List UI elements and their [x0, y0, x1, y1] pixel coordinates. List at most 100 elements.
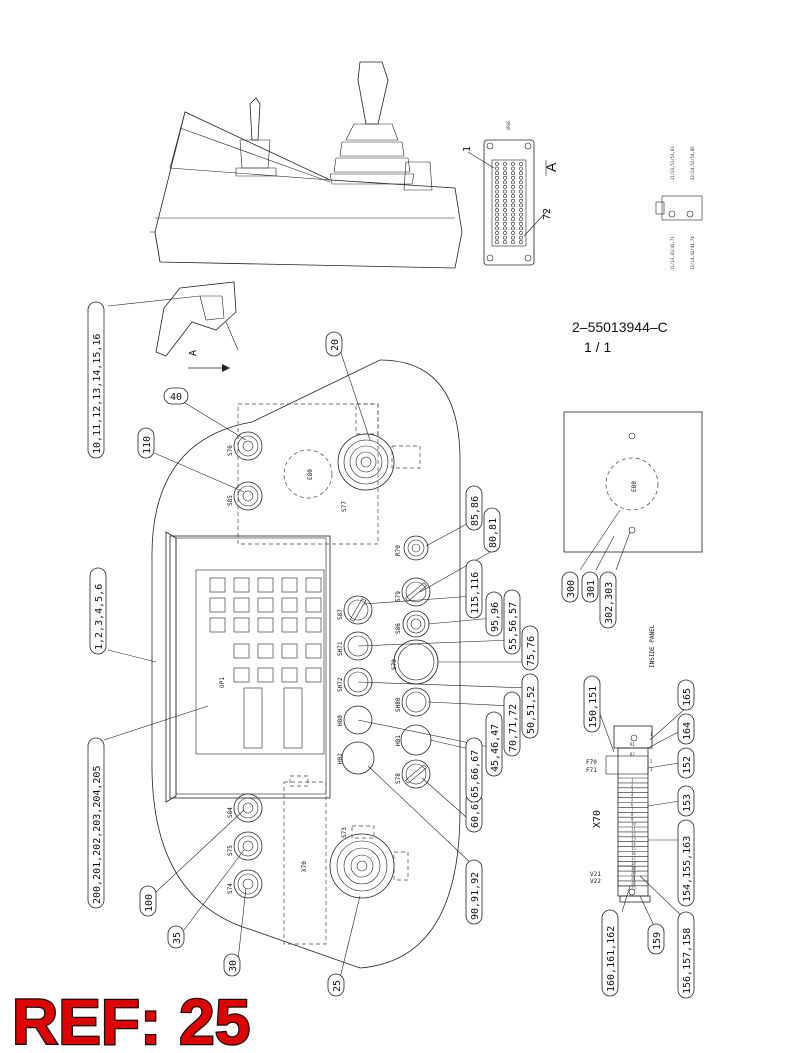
connector-pin — [495, 212, 499, 217]
switch-contact-detail: 21/23,51/53,81 22/24,52/54,86 11/13,41/4… — [655, 146, 703, 270]
connector-pin — [519, 198, 523, 203]
connector-pin — [495, 226, 499, 231]
op1-key — [257, 667, 274, 683]
connector-pin-first: 1 — [462, 146, 473, 152]
svg-text:90,91,92: 90,91,92 — [470, 872, 481, 920]
callout-bubbles: 10,11,12,13,14,15,16 20 40 110 1,2,3,4,5… — [87, 301, 695, 999]
label-s84: S84 — [227, 807, 234, 818]
callout-153: 153 — [677, 785, 695, 817]
button-s70 — [393, 639, 439, 685]
op1-display — [165, 531, 331, 803]
terminal-number: 17 — [631, 856, 636, 861]
svg-text:300: 300 — [566, 580, 577, 598]
ref-label: REF: 25 — [12, 986, 250, 1053]
callout-115-116: 115,116 — [465, 559, 483, 619]
label-sh72: SH72 — [337, 677, 344, 692]
connector-pin — [495, 221, 499, 226]
view-label-a: A — [188, 350, 199, 356]
svg-text:200,201,202,203,204,205: 200,201,202,203,204,205 — [92, 766, 103, 904]
connector-pin — [503, 212, 507, 217]
label-inside-e80: E80 — [631, 481, 638, 492]
connector-pin — [511, 240, 515, 245]
callout-80-81: 80,81 — [483, 507, 501, 553]
connector-pin — [495, 180, 499, 185]
label-sh80: SH80 — [395, 697, 402, 712]
terminal-number: 21 — [631, 876, 636, 881]
label-s74: S74 — [227, 883, 234, 894]
svg-text:164: 164 — [682, 722, 693, 740]
terminal-number: 12 — [631, 832, 636, 837]
label-s70: S70 — [391, 659, 398, 670]
connector-pin — [511, 231, 515, 235]
connector-pin — [495, 217, 499, 222]
keyswitch-s87 — [343, 595, 373, 625]
connector-pin — [495, 194, 499, 199]
callout-200-205: 200,201,202,203,204,205 — [87, 737, 105, 909]
connector-pin — [519, 171, 523, 176]
terminal-number: 3 — [631, 787, 634, 792]
terminal-number: 18 — [631, 861, 636, 866]
connector-pin — [503, 175, 507, 180]
svg-text:150,151: 150,151 — [588, 686, 599, 728]
callout-35: 35 — [167, 925, 185, 949]
svg-text:35: 35 — [172, 932, 183, 944]
terminal-number: 15 — [631, 846, 636, 851]
terminal-number: 1 — [631, 778, 634, 783]
connector-pin — [503, 203, 507, 208]
op1-key — [281, 643, 298, 659]
svg-text:25: 25 — [332, 980, 343, 992]
callout-75-76: 75,76 — [521, 625, 539, 671]
connector-tag: URGE — [506, 120, 511, 130]
connector-pin — [511, 208, 515, 212]
op1-key — [281, 577, 298, 593]
label-s85: S85 — [227, 495, 234, 506]
terminal-number: 2 — [631, 783, 634, 788]
sheet-number: 1 / 1 — [584, 339, 611, 355]
callout-159: 159 — [647, 923, 665, 955]
callout-152: 152 — [677, 747, 695, 779]
label-e80: E80 — [307, 469, 314, 480]
terminal-top-r1: R1 — [630, 742, 635, 747]
connector-pin — [519, 175, 523, 180]
connector-pin — [519, 240, 523, 245]
svg-text:30: 30 — [228, 960, 239, 972]
op1-key — [281, 667, 298, 683]
dashed-terminal-area — [283, 781, 327, 945]
label-x70-panel: X70 — [301, 861, 308, 872]
terminal-number: 9 — [631, 817, 634, 822]
svg-text:40: 40 — [170, 392, 182, 403]
callout-150-151: 150,151 — [583, 675, 601, 733]
svg-text:45,46,47: 45,46,47 — [490, 724, 501, 772]
op1-key — [257, 643, 274, 659]
svg-text:55,56,57: 55,56,57 — [508, 602, 519, 650]
connector-pin — [519, 221, 523, 226]
connector-pin — [511, 235, 515, 240]
connector-pin — [495, 162, 499, 166]
callout-40: 40 — [163, 387, 189, 405]
button-s75 — [233, 831, 263, 861]
callout-300: 300 — [561, 571, 579, 603]
switch-text-1: 21/23,51/53,81 — [670, 146, 675, 180]
connector-pin — [495, 231, 499, 235]
op1-key — [305, 643, 322, 659]
lamp-h80 — [343, 705, 373, 735]
label-h82: H82 — [337, 753, 344, 764]
callout-302-303: 302,303 — [599, 571, 617, 629]
connector-pin — [503, 189, 507, 194]
svg-text:159: 159 — [652, 932, 663, 950]
keyswitch-s78 — [401, 759, 431, 789]
connector-pin — [495, 198, 499, 203]
terminal-number: 5 — [631, 797, 634, 802]
terminal-side-1: 1 — [650, 732, 653, 737]
connector-pin — [511, 221, 515, 226]
svg-text:95,96: 95,96 — [490, 602, 501, 632]
svg-text:152: 152 — [682, 756, 693, 774]
connector-pin — [511, 198, 515, 203]
connector-pin — [495, 240, 499, 245]
connector-pin — [503, 162, 507, 166]
connector-pin — [503, 217, 507, 222]
label-s79: S79 — [395, 591, 402, 602]
op1-key — [233, 597, 250, 613]
callout-10-16: 10,11,12,13,14,15,16 — [87, 301, 105, 459]
